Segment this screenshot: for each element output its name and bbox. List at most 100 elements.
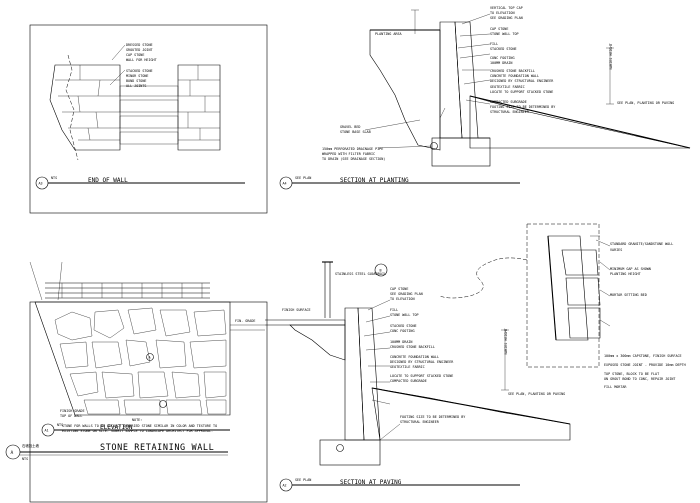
a2-note-3: TO ELEVATION [390, 297, 415, 301]
a4-scale: SEE PLAN [295, 176, 311, 180]
a2-note-12: GEOTEXTILE FABRIC [390, 365, 425, 369]
a4-side-note-5: TO DRAIN (SEE DRAINAGE SECTION) [322, 157, 385, 161]
a4-side-notes: GRAVEL BED STONE BASE SLAB 150mm PERFORA… [322, 119, 433, 161]
a2-tag: A2 [283, 484, 287, 488]
a2-note-10: CONCRETE FOUNDATION WALL [390, 355, 439, 359]
a2-notes: CAP STONE SEE GRADING PLAN TO ELEVATION … [363, 287, 465, 441]
a2-railing-tag: B [380, 269, 382, 273]
a4-note-9: 100MM DRAIN [490, 61, 512, 65]
a2-paving-note-1: FINISH SURFACE [282, 308, 311, 312]
a3-note-7: BOND STONE [126, 79, 146, 83]
a2-right-note: SEE PLAN, PLANTING OR PAVING [508, 392, 565, 396]
a4-note-8: CONC FOOTING [490, 56, 515, 60]
detail-note-8: TOP STONE, BLOCK TO BE FLAT [604, 372, 659, 376]
a1-callout: A [149, 356, 151, 360]
a4-note-6: FILL [490, 42, 498, 46]
a2-note-14: COMPACTED SUBGRADE [390, 379, 427, 383]
a2-note-15: FOOTING SIZE TO BE DETERMINED BY [400, 415, 465, 419]
a2-note-5: STONE WALL TOP [390, 313, 419, 317]
a4-note-4: CAP STONE [490, 27, 508, 31]
a4-side-note-2: STONE BASE SLAB [340, 130, 371, 134]
a1-note-head: NOTE: [132, 418, 142, 422]
a4-note-15: COMPACTED SUBGRADE [490, 100, 527, 104]
sheet-title: STONE RETAINING WALL [100, 443, 214, 453]
a4-right-note: SEE PLAN, PLANTING OR PAVING [617, 101, 674, 105]
a2-title: SECTION AT PAVING [340, 479, 402, 486]
a2-title-block: A2 SEE PLAN SECTION AT PAVING [279, 478, 520, 492]
sheet-tag: A [11, 450, 14, 456]
detail-note-4: PLANTING HEIGHT [610, 272, 641, 276]
a4-note-10: CRUSHED STONE BACKFILL [490, 69, 535, 73]
a2-note-7: CONC FOOTING [390, 329, 415, 333]
a4-grade-note: VARIES HEIGHT [609, 43, 613, 70]
a4-note-11: CONCRETE FOUNDATION WALL [490, 74, 539, 78]
a4-note-2: TO ELEVATION [490, 11, 515, 15]
a4-note-5: STONE WALL TOP [490, 32, 519, 36]
detail-note-6: 100mm x 300mm CAPSTONE, FINISH SURFACE [604, 354, 682, 358]
detail-note-5: MORTAR SETTING BED [610, 293, 647, 297]
detail-note-1: STANDARD GRANITE/SANDSTONE WALL [610, 242, 673, 246]
a4-note-14: LOCATE TO SUPPORT STACKED STONE [490, 90, 553, 94]
a1-title: ELEVATION [100, 424, 133, 431]
detail-note-9: ON GROUT BOND TO CONC, REPAIR JOINT [604, 377, 675, 381]
a4-note-17: STRUCTURAL ENGINEER [490, 110, 530, 114]
a2-note-8: 100MM DRAIN [390, 340, 412, 344]
a3-tag: A3 [39, 182, 43, 186]
a3-note-8: ALL JOINTS [126, 84, 146, 88]
a2-note-6: STACKED STONE [390, 324, 417, 328]
view-a2-section-paving: B STAINLESS STEEL GUARDRAIL FINISH SURFA… [265, 261, 571, 492]
a4-note-16: FOOTING SIZE TO BE DETERMINED BY [490, 105, 555, 109]
a1-note-line-2: EXISTING STONE ON SITE. SUBMIT SAMPLE TO… [62, 429, 213, 433]
a4-side-note-3: 150mm PERFORATED DRAINAGE PIPE [322, 147, 383, 151]
a3-note-4: WALL FOR HEIGHT [126, 58, 157, 62]
a2-scale: SEE PLAN [295, 478, 311, 482]
a2-note-9: CRUSHED STONE BACKFILL [390, 345, 435, 349]
sheet-scale: NTS [22, 457, 28, 461]
a1-detail-marker-2 [159, 400, 167, 408]
a4-planting-label: PLANTING AREA [375, 32, 402, 36]
a2-note-16: STRUCTURAL ENGINEER [400, 420, 440, 424]
detail-note-3: MINIMUM GAP AS SHOWN [610, 267, 651, 271]
a1-note-line-1: STONE FOR WALLS TO BE LOCALLY QUARRIED S… [62, 424, 217, 428]
view-a4-section-planting: VARIES HEIGHT SEE PLAN, PLANTING OR PAVI… [279, 6, 691, 190]
a3-note-5: STACKED STONE [126, 69, 153, 73]
a1-left-note-1: FIN. GRADE [235, 319, 255, 323]
a1-scale: NTS [57, 423, 63, 427]
a2-note-2: SEE GRADING PLAN [390, 292, 423, 296]
a1-tag: A1 [45, 429, 49, 433]
a4-note-7: STACKED STONE [490, 47, 517, 51]
view-a1-elevation: A FIN. GRADE FINISH GRADE TOP OF WALL NO… [29, 261, 268, 503]
a3-note-2: GROUTED JOINT [126, 48, 153, 52]
a4-note-12: DESIGNED BY STRUCTURAL ENGINEER [490, 79, 554, 83]
detail-note-2: VARIES [610, 248, 622, 252]
a4-note-1: VERTICAL TOP CAP [490, 6, 523, 10]
a2-note-1: CAP STONE [390, 287, 408, 291]
detail-note-7: EXPOSED STONE JOINT - PROVIDE 10mm DEPTH [604, 363, 686, 367]
a4-note-13: GEOTEXTILE FABRIC [490, 85, 525, 89]
a2-note-13: LOCATE TO SUPPORT STACKED STONE [390, 374, 453, 378]
a2-railing-note: STAINLESS STEEL GUARDRAIL [335, 272, 386, 276]
a3-notes: DRESSED STONE GROUTED JOINT CAP STONE WA… [109, 43, 157, 88]
sheet-subtitle: 石墙挡土墙 [22, 443, 40, 448]
a4-side-note-4: WRAPPED WITH FILTER FABRIC [322, 152, 375, 156]
a3-note-3: CAP STONE [126, 53, 144, 57]
a3-title-block: A3 NTS END OF WALL [35, 176, 245, 190]
random-stonework [34, 301, 231, 416]
end-wall-stonework [49, 54, 221, 161]
a4-tag: A4 [283, 182, 287, 186]
sheet-title-block: A 石墙挡土墙 NTS STONE RETAINING WALL [5, 443, 228, 461]
view-enlarged-detail: STANDARD GRANITE/SANDSTONE WALL VARIES M… [439, 223, 686, 389]
a3-scale: NTS [51, 176, 57, 180]
a1-notes: NOTE: STONE FOR WALLS TO BE LOCALLY QUAR… [62, 418, 217, 433]
a1-left-note-2: FINISH GRADE [60, 409, 85, 413]
a2-note-11: DESIGNED BY STRUCTURAL ENGINEER [390, 360, 454, 364]
a1-title-block: A1 NTS ELEVATION [41, 423, 230, 437]
a3-title: END OF WALL [88, 177, 128, 184]
detail-note-10: FILL MORTAR [604, 385, 627, 389]
a4-notes: VERTICAL TOP CAP TO ELEVATION SEE GRADIN… [439, 6, 555, 119]
a3-note-1: DRESSED STONE [126, 43, 153, 47]
a3-note-6: MINOR STONE [126, 74, 148, 78]
a1-detail-marker-1 [146, 353, 154, 361]
a4-note-3: SEE GRADING PLAN [490, 16, 523, 20]
